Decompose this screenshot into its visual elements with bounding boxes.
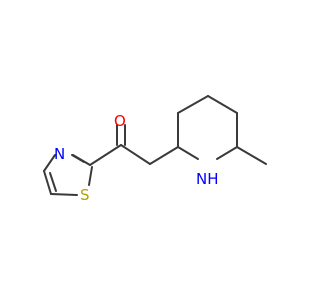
piperidine-nh-atom-label: NH [196, 170, 219, 188]
thiazole-c5-s-bond [50, 193, 78, 196]
carbonyl-to-thiazole-bond [89, 144, 122, 166]
piperidine-c3-c4-bond [177, 95, 209, 114]
thiazole-c2-n-inner-bond [71, 154, 85, 163]
thiazole-s-c2-bond [88, 166, 93, 186]
piperidine-n-c2-bond [177, 146, 199, 160]
thiazole-c4-c5-inner-bond [49, 172, 57, 192]
molecule-drawing: O N S NH [43, 95, 267, 204]
carbonyl-to-methylene-bond [120, 144, 151, 165]
piperidine-c6-n-bond [216, 146, 238, 160]
methylene-to-piperidine-bond [149, 146, 179, 165]
sulfur-atom-label: S [80, 186, 90, 204]
thiazole-c4-c5-bond [43, 170, 52, 195]
oxygen-atom-label: O [114, 112, 126, 130]
methyl-bond [236, 146, 267, 165]
piperidine-c4-c5-bond [207, 95, 238, 114]
thiazole-n-c4-bond [43, 154, 56, 172]
molecule-structure-diagram: O N S NH [43, 95, 267, 204]
thiazole-nitrogen-atom-label: N [54, 145, 65, 163]
